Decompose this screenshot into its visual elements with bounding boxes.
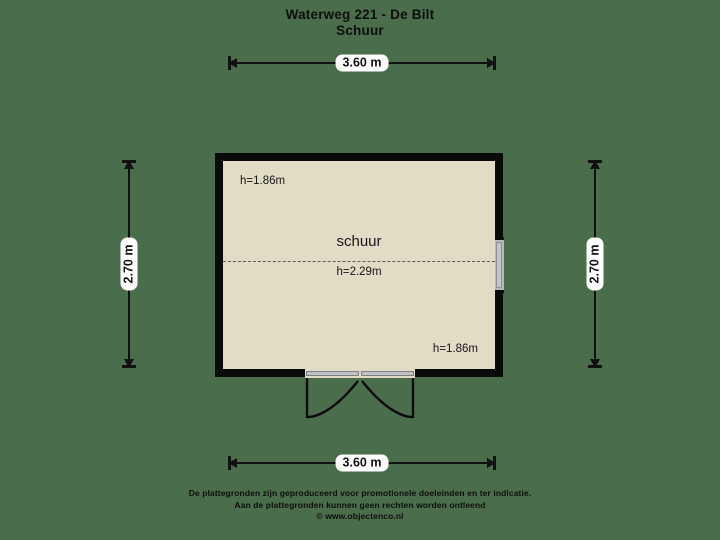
title-address: Waterweg 221 - De Bilt: [285, 7, 435, 22]
door-swing-arcs: [305, 378, 415, 419]
tick-left: [228, 56, 231, 70]
arrow-up-icon: [124, 160, 134, 169]
tick-right: [493, 456, 496, 470]
room-height-label: h=2.29m: [336, 266, 382, 278]
tick-left: [228, 456, 231, 470]
door-opening[interactable]: [305, 369, 415, 378]
dimension-top-label: 3.60 m: [335, 54, 389, 72]
dimension-left-height: 2.70 m: [118, 160, 140, 368]
room-schuur[interactable]: schuur h=2.29m h=1.86m h=1.86m: [223, 161, 495, 369]
tick-top: [122, 160, 136, 163]
page-title: Waterweg 221 - De Bilt Schuur: [0, 7, 720, 39]
tick-right: [493, 56, 496, 70]
room-name-label: schuur: [336, 233, 382, 250]
height-note-top-left: h=1.86m: [240, 175, 286, 187]
arrow-right-icon: [487, 458, 496, 468]
dimension-bottom-label: 3.60 m: [335, 454, 389, 472]
dimension-top-width: 3.60 m: [228, 52, 496, 74]
window-icon[interactable]: [495, 237, 504, 293]
arrow-down-icon: [124, 359, 134, 368]
footer-line-1: De plattegronden zijn geproduceerd voor …: [188, 488, 532, 498]
arrow-right-icon: [487, 58, 496, 68]
footer-disclaimer: De plattegronden zijn geproduceerd voor …: [0, 488, 720, 523]
height-note-bottom-right: h=1.86m: [432, 343, 478, 355]
dimension-right-label: 2.70 m: [586, 237, 604, 291]
window-pane: [496, 242, 502, 288]
dimension-right-height: 2.70 m: [584, 160, 606, 368]
ceiling-slope-line: [223, 261, 495, 262]
footer-line-2: Aan de plattegronden kunnen geen rechten…: [234, 499, 486, 510]
door-leaf-left: [306, 371, 359, 376]
arrow-left-icon: [228, 58, 237, 68]
arrow-up-icon: [590, 160, 600, 169]
arrow-left-icon: [228, 458, 237, 468]
tick-bottom: [122, 365, 136, 368]
tick-top: [588, 160, 602, 163]
door-swing-right-icon: [361, 378, 415, 419]
dimension-left-label: 2.70 m: [120, 237, 138, 291]
door-swing-left-icon: [305, 378, 359, 419]
dimension-bottom-width: 3.60 m: [228, 452, 496, 474]
arrow-down-icon: [590, 359, 600, 368]
title-subtitle: Schuur: [336, 23, 384, 38]
door-leaf-right: [361, 371, 414, 376]
building-outline: schuur h=2.29m h=1.86m h=1.86m: [215, 153, 504, 378]
tick-bottom: [588, 365, 602, 368]
footer-line-3: © www.objectenco.nl: [316, 511, 404, 521]
